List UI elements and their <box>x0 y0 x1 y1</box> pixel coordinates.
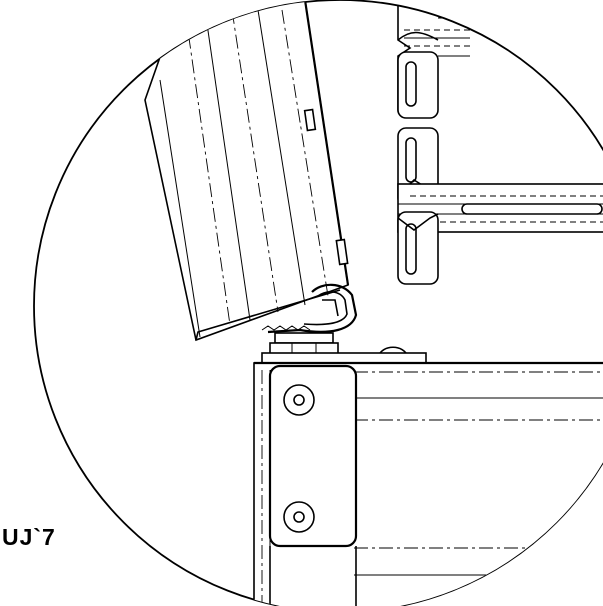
right-bracket-assembly <box>397 0 603 285</box>
detail-circle <box>33 0 603 606</box>
end-plate-hole-top <box>283 384 315 416</box>
end-plate-hole-bottom <box>283 501 315 533</box>
bottom-profile <box>253 352 603 606</box>
tilted-upper-profile <box>144 0 350 342</box>
hinge-clip <box>261 283 358 334</box>
detail-label: UJ`7 <box>2 524 56 550</box>
